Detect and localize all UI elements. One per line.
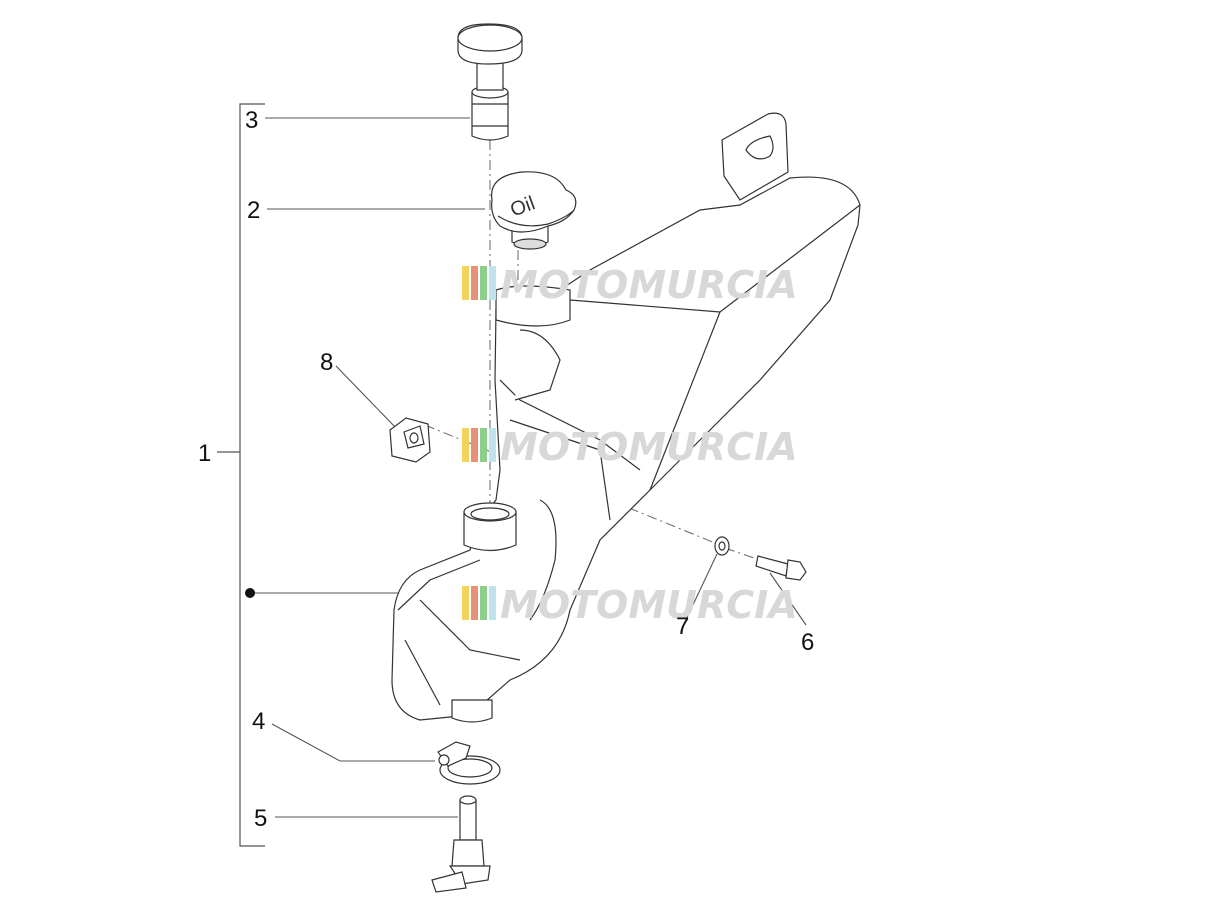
oil-cap-part: Oil: [490, 171, 577, 250]
watermark-2: MOTOMURCIA: [462, 425, 798, 469]
clip-nut-part: [389, 417, 431, 463]
watermark-3: MOTOMURCIA: [462, 583, 798, 627]
callout-labels: 1 2 3 4 5 6 7 8: [198, 107, 814, 832]
drain-fitting-part: [431, 795, 491, 893]
callout-4[interactable]: 4: [252, 708, 265, 735]
oil-reservoir-tank: [391, 112, 861, 723]
hose-clamp-part: [437, 741, 501, 785]
bullet-dot: [245, 588, 255, 598]
watermark-stripe: [462, 586, 469, 620]
watermark-stripe: [489, 586, 496, 620]
watermark-text: MOTOMURCIA: [500, 425, 798, 469]
watermark-group: MOTOMURCIA MOTOMURCIA MOTOMURCIA: [462, 263, 798, 627]
watermark-1: MOTOMURCIA: [462, 263, 798, 307]
watermark-stripe: [489, 266, 496, 300]
callout-8[interactable]: 8: [320, 349, 333, 376]
watermark-stripe: [462, 428, 469, 462]
callout-3[interactable]: 3: [245, 107, 258, 134]
assembly-bracket: [217, 103, 265, 847]
watermark-stripe: [480, 586, 487, 620]
leader-lines: [250, 117, 807, 818]
callout-7[interactable]: 7: [676, 613, 689, 640]
watermark-stripe: [471, 266, 478, 300]
washer-part: [714, 536, 730, 556]
watermark-stripe: [489, 428, 496, 462]
callout-6[interactable]: 6: [801, 629, 814, 656]
bolt-part: [755, 555, 807, 581]
watermark-text: MOTOMURCIA: [500, 583, 798, 627]
callout-1[interactable]: 1: [198, 440, 211, 467]
watermark-stripe: [480, 266, 487, 300]
watermark-text: MOTOMURCIA: [500, 263, 798, 307]
callout-5[interactable]: 5: [254, 805, 267, 832]
watermark-stripe: [462, 266, 469, 300]
callout-2[interactable]: 2: [247, 197, 260, 224]
watermark-stripe: [471, 586, 478, 620]
watermark-stripe: [471, 428, 478, 462]
watermark-stripe: [480, 428, 487, 462]
breather-plug-part: [457, 23, 523, 141]
